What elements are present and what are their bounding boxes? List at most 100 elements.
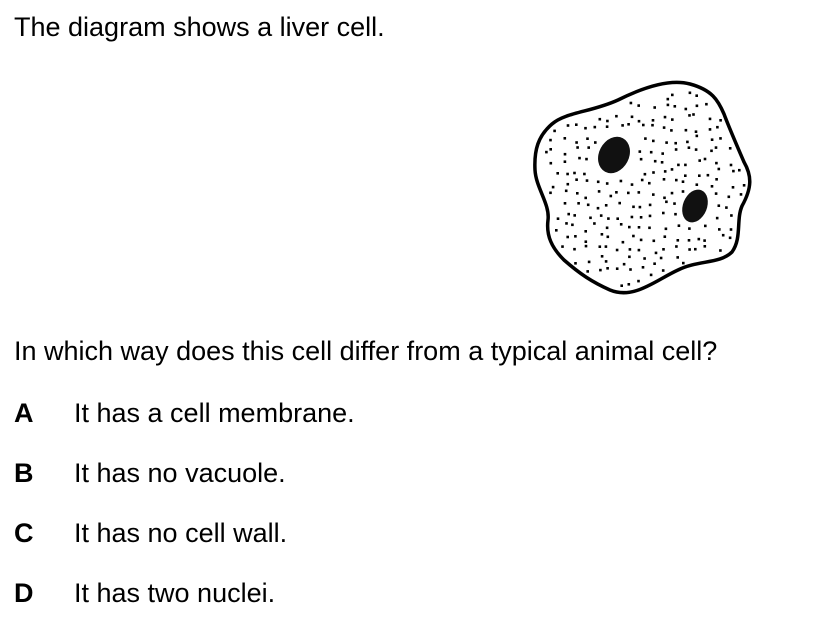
cytoplasm-granule: [670, 129, 673, 132]
cytoplasm-granule: [596, 180, 600, 184]
cytoplasm-granule: [671, 93, 674, 97]
cytoplasm-granule: [573, 171, 576, 175]
cytoplasm-granule: [717, 204, 721, 207]
cytoplasm-granule: [627, 283, 631, 286]
cytoplasm-granule: [710, 185, 714, 188]
nucleus-upper: [598, 136, 630, 174]
cytoplasm-granule: [649, 150, 653, 154]
cytoplasm-granule: [663, 235, 667, 238]
cytoplasm-granule: [604, 260, 608, 263]
cytoplasm-granule: [585, 157, 588, 161]
cytoplasm-granule: [666, 103, 670, 107]
cytoplasm-granule: [607, 217, 610, 220]
cytoplasm-granule: [575, 141, 578, 144]
cytoplasm-granule: [628, 225, 631, 229]
cytoplasm-granule: [653, 262, 656, 265]
cytoplasm-granule: [549, 191, 552, 195]
cytoplasm-granule: [686, 140, 689, 144]
cytoplasm-granule: [662, 126, 666, 129]
cytoplasm-granule: [731, 186, 735, 189]
cytoplasm-granule: [584, 240, 588, 243]
cytoplasm-granule: [703, 245, 707, 248]
cytoplasm-granule: [637, 119, 641, 123]
cytoplasm-granule: [637, 104, 640, 107]
cytoplasm-granule: [708, 117, 712, 121]
cytoplasm-granule: [637, 191, 641, 194]
cytoplasm-granule: [666, 97, 670, 101]
cytoplasm-granule: [598, 117, 602, 121]
cytoplasm-granule: [584, 126, 587, 130]
cytoplasm-granule: [663, 196, 666, 200]
cytoplasm-granule: [618, 201, 621, 205]
cytoplasm-granule: [638, 205, 642, 209]
cytoplasm-granule: [648, 214, 652, 218]
cytoplasm-granule: [698, 159, 701, 162]
option-b[interactable]: B It has no vacuole.: [14, 456, 355, 516]
cytoplasm-granule: [576, 146, 579, 149]
cytoplasm-granule: [622, 262, 626, 266]
cytoplasm-granule: [714, 192, 718, 195]
cytoplasm-granule: [695, 134, 699, 138]
cell-membrane: [533, 80, 752, 295]
cytoplasm-granule: [727, 195, 731, 199]
cytoplasm-granule: [695, 104, 699, 108]
cytoplasm-granule: [728, 147, 732, 150]
cytoplasm-granule: [606, 235, 610, 239]
cytoplasm-granule: [644, 137, 647, 140]
cytoplasm-granule: [648, 203, 652, 207]
cytoplasm-granule: [593, 222, 596, 225]
cytoplasm-granule: [639, 238, 643, 242]
option-d[interactable]: D It has two nuclei.: [14, 576, 355, 636]
cytoplasm-granule: [604, 245, 608, 248]
cytoplasm-granule: [738, 168, 741, 172]
cytoplasm-granule: [716, 125, 719, 129]
cytoplasm-granule: [687, 239, 691, 242]
cytoplasm-granule: [742, 184, 746, 187]
cytoplasm-granule: [648, 181, 651, 185]
cytoplasm-granule: [563, 160, 567, 163]
cytoplasm-granule: [677, 224, 681, 227]
cytoplasm-granule: [662, 211, 665, 215]
cytoplasm-granule: [556, 172, 559, 175]
cytoplasm-granule: [688, 114, 691, 117]
cytoplasm-granule: [694, 247, 697, 251]
cytoplasm-granule: [675, 245, 678, 248]
cytoplasm-granule: [553, 129, 556, 133]
cytoplasm-granule: [571, 223, 574, 227]
cytoplasm-granule: [671, 118, 674, 121]
option-letter: C: [14, 518, 34, 548]
cytoplasm-granule: [566, 182, 570, 186]
cytoplasm-granule: [549, 161, 553, 165]
cytoplasm-granule: [687, 146, 691, 149]
cytoplasm-granule: [653, 159, 657, 163]
cytoplasm-granule: [661, 152, 664, 155]
cytoplasm-granule: [632, 234, 635, 238]
cytoplasm-granule: [676, 239, 680, 242]
cytoplasm-granule: [694, 130, 698, 133]
cytoplasm-granule: [563, 152, 567, 156]
cytoplasm-granule: [575, 123, 578, 126]
cytoplasm-granule: [600, 233, 604, 236]
cytoplasm-granule: [629, 101, 633, 105]
cytoplasm-granule: [652, 171, 655, 174]
cytoplasm-granule: [663, 115, 667, 119]
option-c[interactable]: C It has no cell wall.: [14, 516, 355, 576]
cytoplasm-granule: [708, 128, 712, 131]
cytoplasm-granule: [688, 248, 691, 251]
cytoplasm-granule: [665, 200, 668, 204]
cytoplasm-granule: [615, 114, 618, 118]
cytoplasm-granule: [575, 178, 578, 181]
cytoplasm-granule: [664, 227, 668, 231]
cytoplasm-granule: [606, 267, 609, 270]
cytoplasm-granule: [729, 228, 733, 231]
option-a[interactable]: A It has a cell membrane.: [14, 396, 355, 456]
cytoplasm-granule: [630, 115, 634, 119]
cytoplasm-granule: [728, 236, 732, 240]
cytoplasm-granule: [628, 255, 631, 259]
cytoplasm-granule: [585, 179, 589, 182]
cytoplasm-granule: [670, 168, 674, 171]
cytoplasm-granule: [577, 202, 580, 205]
nucleus-lower: [682, 189, 708, 223]
cytoplasm-granule: [566, 124, 570, 127]
cytoplasm-granule: [565, 222, 568, 225]
